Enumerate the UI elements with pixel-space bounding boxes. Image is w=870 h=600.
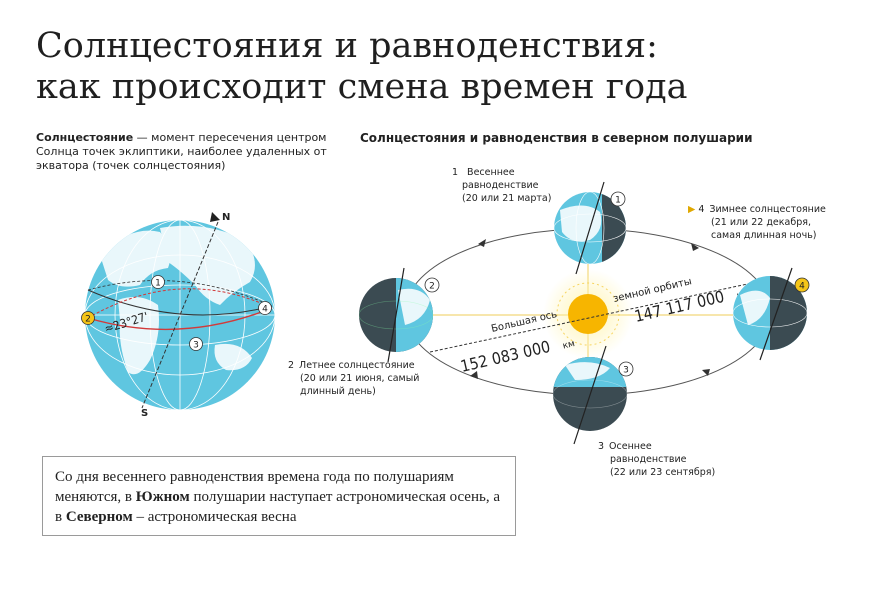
globe-marker-3 bbox=[189, 337, 203, 351]
label-3-line2: равноденствие bbox=[610, 454, 687, 465]
label-2-line2: (20 или 21 июня, самый bbox=[300, 373, 420, 384]
definition-term: Солнцестояние bbox=[36, 131, 134, 144]
solstice-definition: Солнцестояние — момент пересечения центр… bbox=[36, 131, 336, 173]
globe-marker-2 bbox=[81, 311, 95, 325]
note-part-3: – астрономическая весна bbox=[132, 509, 297, 525]
label-3-line1: Осеннее bbox=[609, 441, 652, 452]
definition-text: — момент пересечения центром Солнца точе… bbox=[36, 131, 327, 172]
orbit-subtitle: Солнцестояния и равноденствия в северном… bbox=[360, 131, 753, 145]
earth-3-marker: 3 bbox=[623, 366, 629, 376]
globe-marker-4-label: 4 bbox=[262, 305, 268, 315]
globe-marker-1 bbox=[151, 275, 165, 289]
orbit-diagram: Большая ось земной орбиты 152 083 000 км… bbox=[359, 181, 810, 445]
sun bbox=[568, 294, 608, 334]
orbit-arrow-icon bbox=[691, 243, 699, 251]
label-3-line3: (22 или 23 сентября) bbox=[610, 467, 716, 478]
earth-position-1: 1 bbox=[554, 181, 626, 275]
landmass-australia bbox=[214, 343, 252, 371]
ecliptic-line bbox=[87, 307, 273, 331]
earth-4-marker: 4 bbox=[799, 282, 805, 292]
label-summer-solstice: 2 Летнее солнцестояние (20 или 21 июня, с… bbox=[288, 359, 419, 398]
south-label: S bbox=[141, 408, 148, 419]
title-line-1: Солнцестояния и равноденствия: bbox=[36, 26, 658, 66]
label-3-num: 3 bbox=[598, 441, 605, 452]
globe-marker-2-label: 2 bbox=[85, 315, 91, 325]
label-spring-equinox: 1 Весеннее равноденствие (20 или 21 марта… bbox=[452, 166, 551, 205]
label-2-line3: длинный день) bbox=[300, 386, 376, 397]
label-4-line3: самая длинная ночь) bbox=[711, 230, 817, 241]
earth-1-marker: 1 bbox=[615, 196, 621, 206]
label-1-line2: равноденствие bbox=[462, 180, 539, 191]
orbit-arrow-icon bbox=[478, 239, 486, 247]
label-1-num: 1 bbox=[452, 167, 459, 178]
pointer-triangle-icon: ▶ bbox=[688, 204, 696, 215]
label-4-num: 4 bbox=[698, 204, 705, 215]
globe-marker-3-label: 3 bbox=[193, 341, 199, 351]
label-2-num: 2 bbox=[288, 360, 295, 371]
title-line-2: как происходит смена времен года bbox=[36, 67, 688, 107]
label-winter-solstice: ▶4 Зимнее солнцестояние (21 или 22 декабр… bbox=[688, 203, 826, 242]
label-4-line1: Зимнее солнцестояние bbox=[709, 204, 826, 215]
globe-marker-4 bbox=[258, 301, 272, 315]
left-globe: N S ≈23°27' 1 2 3 4 bbox=[81, 212, 275, 419]
note-part-1: Со дня весеннего равноденствия времена г… bbox=[55, 469, 454, 505]
globe-marker-1-label: 1 bbox=[155, 279, 161, 289]
page-title: Солнцестояния и равноденствия: как проис… bbox=[36, 26, 836, 108]
north-arrow-icon bbox=[210, 212, 220, 222]
label-1-line1: Весеннее bbox=[467, 167, 515, 178]
label-2-line1: Летнее солнцестояние bbox=[299, 360, 415, 371]
note-bold-2: Северном bbox=[65, 509, 133, 525]
label-autumn-equinox: 3 Осеннее равноденствие (22 или 23 сентяб… bbox=[598, 440, 715, 479]
info-note: Со дня весеннего равноденствия времена г… bbox=[42, 456, 516, 536]
north-label: N bbox=[222, 212, 230, 223]
orbit-arrow-icon bbox=[702, 369, 710, 376]
earth-position-3: 3 bbox=[553, 345, 634, 445]
earth-2-marker: 2 bbox=[429, 282, 435, 292]
landmass-asia bbox=[160, 225, 255, 305]
label-4-line2: (21 или 22 декабря, bbox=[711, 217, 811, 228]
note-part-2: полушарии наступает астрономическая осен… bbox=[55, 489, 500, 525]
earth-axis bbox=[141, 221, 219, 409]
landmass-africa bbox=[118, 296, 159, 375]
distance-aphelion-unit: км bbox=[562, 339, 576, 351]
note-bold-1: Южном bbox=[135, 489, 190, 505]
distance-aphelion: 152 083 000 bbox=[459, 337, 552, 376]
orbit-arrow-icon bbox=[470, 371, 478, 379]
earth-position-2: 2 bbox=[359, 267, 440, 363]
earth-position-4: 4 bbox=[733, 267, 810, 361]
label-1-line3: (20 или 21 марта) bbox=[462, 193, 552, 204]
